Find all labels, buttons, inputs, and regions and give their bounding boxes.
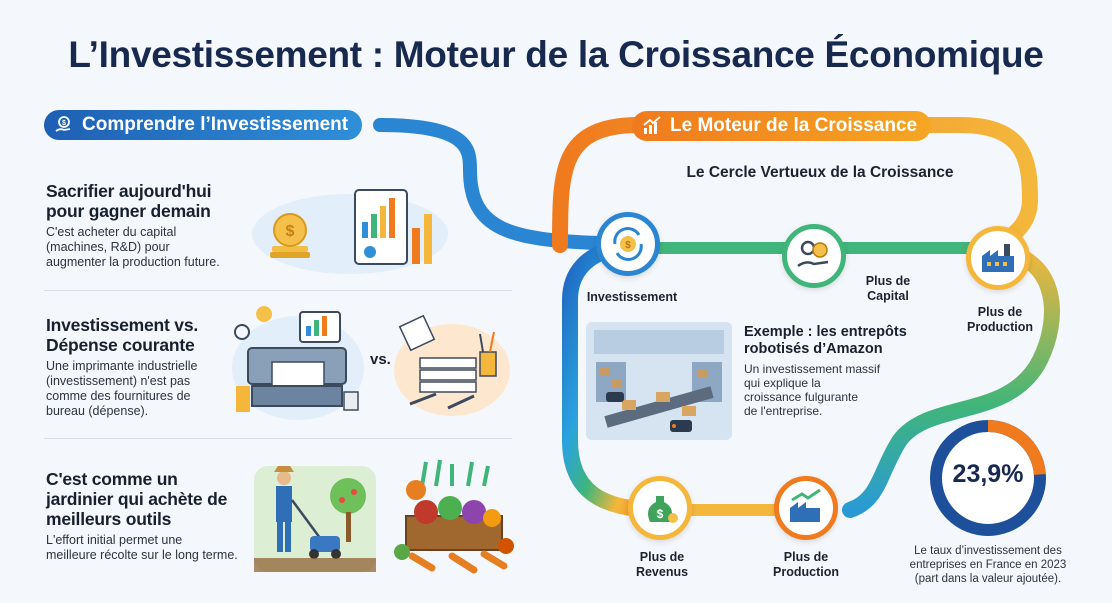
- section3-heading-line: jardinier qui achète de: [46, 489, 228, 509]
- vegetable-harvest-illustration: [394, 459, 514, 574]
- stat-caption-line: entreprises en France en 2023: [909, 559, 1067, 571]
- node-plus-de-revenus: $: [628, 476, 692, 540]
- node-label-line: Capital: [867, 289, 909, 303]
- svg-text:$: $: [286, 223, 295, 240]
- section2-heading-line: Dépense courante: [46, 335, 195, 355]
- section3-heading-line: meilleurs outils: [46, 509, 172, 529]
- section-divider: [44, 290, 512, 291]
- example-desc-line: qui explique la: [744, 376, 821, 390]
- section2-heading-line: Investissement vs.: [46, 315, 199, 335]
- node-label-plus-de-capital: Plus de Capital: [852, 274, 924, 304]
- section2-desc-line: bureau (dépense).: [46, 404, 149, 418]
- office-supplies-illustration: [394, 314, 510, 416]
- cycle-title: Le Cercle Vertueux de la Croissance: [686, 164, 954, 181]
- section-pill-comprendre: $ Comprendre l’Investissement: [44, 110, 363, 140]
- node-investissement: $: [596, 212, 660, 276]
- money-bag-icon: $: [648, 496, 678, 523]
- example-title: Exemple : les entrepôts robotisés d’Amaz…: [744, 324, 907, 358]
- node-label-line: Plus de: [639, 550, 685, 564]
- stat-caption-line: (part dans la valeur ajoutée).: [914, 573, 1062, 585]
- stat-value: 23,9%: [952, 460, 1024, 488]
- stat-caption-line: Le taux d’investissement des: [914, 545, 1062, 557]
- pill-left-label: Comprendre l’Investissement: [82, 114, 349, 135]
- example-desc-line: croissance fulgurante: [744, 390, 859, 404]
- section1-heading-line: pour gagner demain: [46, 201, 211, 221]
- section1-description: C'est acheter du capital (machines, R&D)…: [46, 225, 220, 270]
- node-label-line: Plus de: [977, 305, 1023, 319]
- section1-desc-line: C'est acheter du capital: [46, 225, 177, 239]
- gears-hand-icon: [797, 240, 829, 268]
- example-description: Un investissement massif qui explique la…: [744, 362, 880, 418]
- page-title: L’Investissement : Moteur de la Croissan…: [68, 34, 1044, 75]
- node-plus-de-capital: [782, 224, 846, 288]
- node-label-plus-de-production-top: Plus de Production: [962, 305, 1038, 335]
- node-label-plus-de-production-bottom: Plus de Production: [766, 550, 846, 580]
- section2-desc-line: Une imprimante industrielle: [46, 359, 198, 373]
- industrial-printer-illustration: [232, 306, 364, 420]
- section1-desc-line: (machines, R&D) pour: [46, 240, 170, 254]
- stat-caption: Le taux d’investissement des entreprises…: [880, 544, 1096, 586]
- node-plus-de-production-top: [966, 226, 1030, 290]
- section3-desc-line: meilleure récolte sur le long terme.: [46, 548, 238, 562]
- pill-right-label: Le Moteur de la Croissance: [670, 115, 918, 136]
- coins-and-bar-chart-illustration: $: [252, 189, 448, 274]
- section3-heading: C'est comme un jardinier qui achète de m…: [46, 469, 227, 529]
- example-desc-line: de l'entreprise.: [744, 404, 823, 418]
- factory-icon: [982, 244, 1014, 272]
- example-title-line: robotisés d’Amazon: [744, 341, 883, 357]
- node-label-investissement: Investissement: [586, 290, 678, 304]
- growth-chart-icon: [643, 116, 661, 134]
- section2-description: Une imprimante industrielle (investissem…: [46, 359, 197, 419]
- cycle-coin-icon: $: [613, 227, 643, 261]
- versus-label: vs.: [370, 351, 391, 368]
- svg-text:$: $: [657, 507, 664, 521]
- svg-text:$: $: [625, 240, 631, 251]
- svg-text:$: $: [62, 120, 66, 127]
- example-title-line: Exemple : les entrepôts: [744, 324, 907, 340]
- section3-desc-line: L'effort initial permet une: [46, 533, 183, 547]
- section3-heading-line: C'est comme un: [46, 469, 178, 489]
- gardener-illustration: [254, 466, 376, 572]
- node-plus-de-production-bottom: [774, 476, 838, 540]
- example-desc-line: Un investissement massif: [744, 362, 881, 376]
- section2-desc-line: comme des fournitures de: [46, 389, 191, 403]
- section2-heading: Investissement vs. Dépense courante: [46, 315, 198, 355]
- factory-growth-icon: [790, 488, 821, 522]
- node-label-line: Plus de: [783, 550, 829, 564]
- hand-coin-icon: $: [55, 116, 71, 132]
- node-label-line: Production: [773, 565, 839, 579]
- robotic-warehouse-illustration: [586, 322, 732, 440]
- section1-heading: Sacrifier aujourd'hui pour gagner demain: [46, 181, 211, 221]
- section1-desc-line: augmenter la production future.: [46, 255, 220, 269]
- section2-desc-line: (investissement) n'est pas: [46, 374, 191, 388]
- node-label-line: Production: [967, 320, 1033, 334]
- node-label-line: Plus de: [865, 274, 911, 288]
- section1-heading-line: Sacrifier aujourd'hui: [46, 181, 212, 201]
- section-pill-moteur: Le Moteur de la Croissance: [632, 111, 932, 141]
- node-label-plus-de-revenus: Plus de Revenus: [622, 550, 702, 580]
- section-divider: [44, 438, 512, 439]
- section3-description: L'effort initial permet une meilleure ré…: [46, 533, 238, 563]
- node-label-line: Revenus: [635, 565, 689, 579]
